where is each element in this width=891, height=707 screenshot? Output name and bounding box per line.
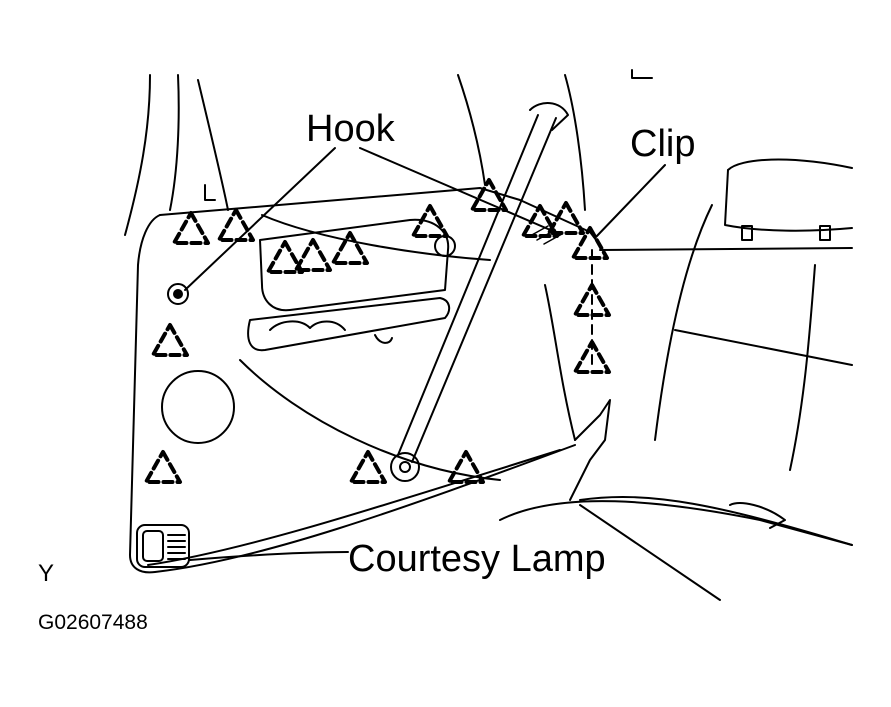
clip-triangle-icon (470, 178, 508, 212)
hook-label: Hook (306, 108, 395, 150)
belt-anchor (390, 452, 420, 482)
body-pillar-lines (124, 74, 229, 236)
clip-triangle-icon (447, 450, 485, 484)
clip-triangle-icon (571, 226, 609, 260)
seat-belt (390, 102, 569, 482)
clip-triangle-icon (411, 204, 449, 238)
quarter-trim (457, 69, 653, 501)
clip-triangle-icon (144, 450, 182, 484)
figure-code: G02607488 (38, 611, 148, 634)
hook-fastener-upper (434, 235, 456, 257)
clip-triangle-icon (349, 450, 387, 484)
hook-leader-upper (359, 147, 556, 233)
clip-triangle-icon (573, 340, 611, 374)
clip-triangle-icon (331, 231, 369, 265)
clip-triangle-icon (521, 204, 559, 238)
leader-lines (184, 147, 666, 561)
hook-leader-lower (184, 147, 336, 291)
clip-triangle-icon (266, 240, 304, 274)
door-trim-panel (129, 187, 601, 574)
clip-symbols (144, 178, 611, 484)
courtesy-lamp-label: Courtesy Lamp (348, 538, 606, 580)
clip-triangle-icon (573, 283, 611, 317)
clip-triangle-icon (151, 323, 189, 357)
speaker-grille (161, 370, 235, 444)
clip-triangle-icon (547, 201, 585, 235)
courtesy-lamp-lens (136, 524, 190, 568)
clip-leader (594, 164, 666, 239)
view-letter: Y (38, 560, 55, 587)
clip-triangle-icon (172, 211, 210, 245)
rear-seat (499, 158, 853, 601)
courtesy-lamp-leader (189, 551, 349, 561)
armrest-pocket (247, 218, 451, 352)
clip-triangle-icon (217, 208, 255, 242)
hatching (529, 225, 563, 245)
clip-triangle-icon (294, 238, 332, 272)
clip-label: Clip (630, 123, 696, 165)
